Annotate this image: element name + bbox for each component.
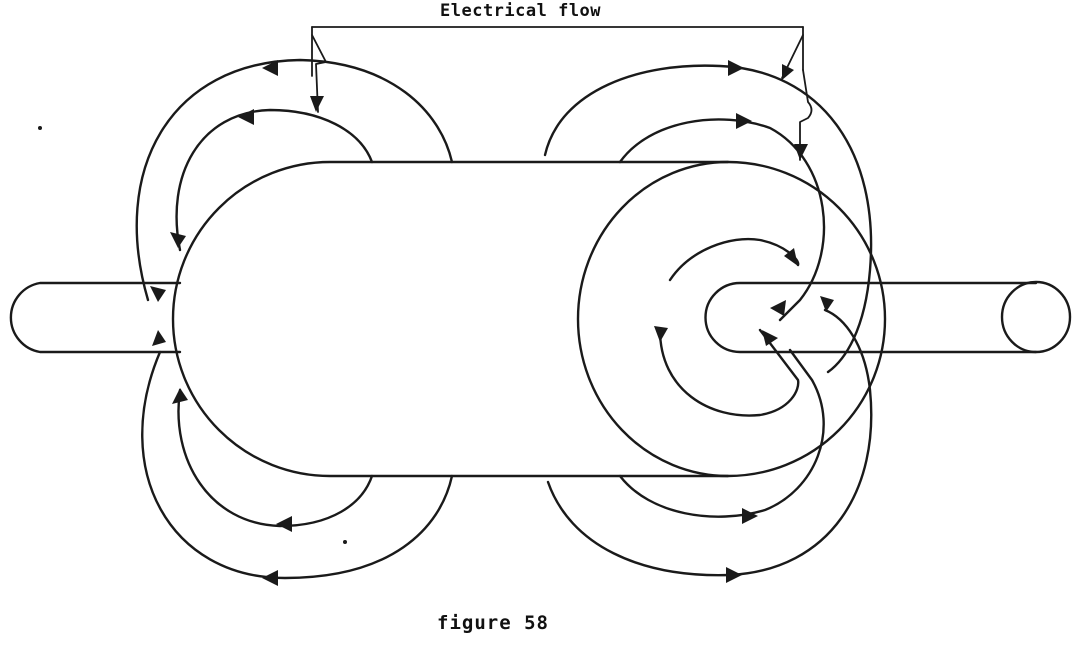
arrow-icon: [310, 96, 324, 112]
arrow-icon: [150, 286, 166, 302]
arrow-icon: [654, 326, 668, 342]
arrow-icon: [784, 248, 798, 266]
field-line-inner-loop-outer: [658, 328, 800, 417]
electrical-flow-bracket: [311, 26, 813, 161]
end-face-circle: [576, 160, 730, 478]
main-cylinder: [171, 160, 887, 478]
arrow-icon: [726, 567, 742, 583]
arrow-icon: [262, 60, 278, 76]
field-line-inner-loop-upper: [668, 237, 800, 282]
flow-arrows: [150, 60, 834, 586]
field-line-upper-right-outer: [543, 64, 873, 374]
field-line-lower-left-inner: [177, 388, 374, 528]
field-line-upper-right-inner: [618, 118, 826, 322]
arrow-icon: [820, 296, 834, 312]
scan-speck: [38, 126, 42, 130]
arrow-icon: [262, 570, 278, 586]
arrow-icon: [782, 64, 794, 80]
right-rod-end: [1000, 280, 1072, 354]
arrow-icon: [170, 232, 186, 248]
field-line-upper-left-outer: [135, 58, 454, 302]
arrow-icon: [762, 330, 778, 346]
arrow-icon: [728, 60, 744, 76]
field-line-upper-left-inner: [175, 108, 374, 252]
field-line-lower-right-outer: [546, 308, 873, 577]
arrow-icon: [276, 516, 292, 532]
scan-speck: [343, 540, 347, 544]
electrical-flow-label: Electrical flow: [440, 1, 602, 21]
field-line-lower-right-inner: [618, 348, 825, 518]
arrow-icon: [770, 300, 786, 316]
right-rod: [704, 281, 1038, 354]
arrow-icon: [794, 144, 808, 160]
arrow-icon: [736, 113, 752, 129]
flow-zigzag-right-lower: [799, 69, 813, 161]
arrow-icon: [172, 388, 188, 404]
arrow-icon: [152, 330, 166, 346]
left-rod: [9, 281, 182, 354]
flow-zigzag-left: [311, 34, 327, 113]
arrow-icon: [238, 109, 254, 125]
arrow-icon: [742, 508, 758, 524]
figure-caption: figure 58: [437, 612, 549, 634]
